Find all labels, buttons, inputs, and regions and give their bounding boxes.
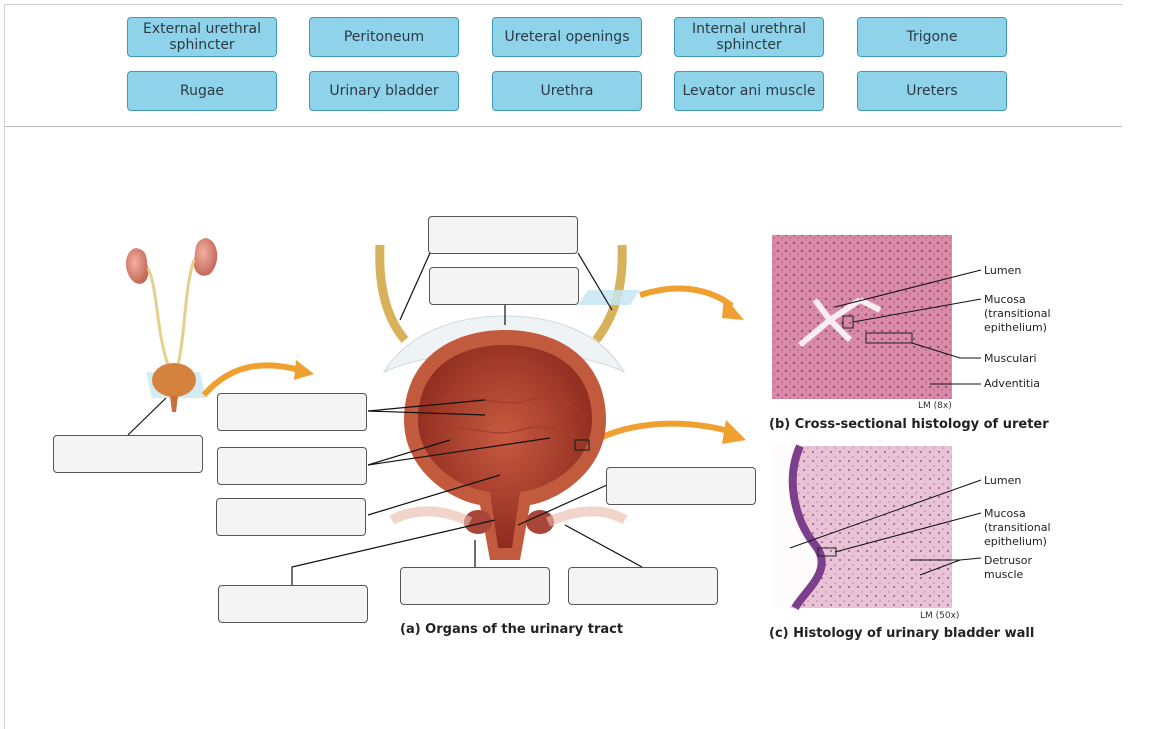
left-ureter bbox=[375, 244, 409, 343]
left-sphincter-muscle bbox=[464, 510, 492, 534]
question-frame bbox=[4, 4, 1122, 729]
label-bladder-mucosa: Mucosa (transitional epithelium) bbox=[984, 507, 1051, 548]
histology-sample-box bbox=[574, 439, 590, 451]
label-ureter-lumen: Lumen bbox=[984, 264, 1022, 277]
ureter-lumen-shape bbox=[798, 297, 882, 348]
chip-trigone[interactable]: Trigone bbox=[857, 17, 1007, 57]
label-ureter-muscularis: Muscularis bbox=[984, 352, 1036, 365]
chip-urinary-bladder[interactable]: Urinary bladder bbox=[309, 71, 459, 111]
dropzone-1[interactable] bbox=[428, 216, 578, 254]
dropzone-2[interactable] bbox=[429, 267, 579, 305]
chip-ureteral-openings[interactable]: Ureteral openings bbox=[492, 17, 642, 57]
leader-lines bbox=[127, 252, 643, 585]
ureter-magnification: LM (8x) bbox=[918, 401, 952, 411]
dropzone-7[interactable] bbox=[216, 498, 366, 536]
label-bladder-lumen: Lumen bbox=[984, 474, 1022, 487]
chip-rugae[interactable]: Rugae bbox=[127, 71, 277, 111]
bladder-magnification: LM (50x) bbox=[920, 611, 960, 621]
right-kidney bbox=[193, 238, 218, 276]
label-bladder-detrusor: Detrusor muscle bbox=[984, 554, 1033, 581]
label-ureter-adventitia: Adventitia bbox=[984, 377, 1041, 390]
overview-bladder bbox=[152, 363, 196, 397]
bladder-histology-image bbox=[772, 444, 982, 611]
arrow-to-organs bbox=[201, 362, 301, 397]
overview-urinary-system bbox=[125, 238, 218, 412]
chip-internal-urethral-sphincter[interactable]: Internal urethral sphincter bbox=[674, 17, 824, 57]
dropzone-10[interactable] bbox=[218, 585, 368, 623]
dropzone-4[interactable] bbox=[53, 435, 203, 473]
left-kidney bbox=[125, 248, 149, 284]
bladder-lumen bbox=[418, 345, 592, 548]
dropzone-8[interactable] bbox=[400, 567, 550, 605]
arrow-to-ureter-histology bbox=[639, 285, 734, 309]
dropzone-6[interactable] bbox=[606, 467, 756, 505]
chip-peritoneum[interactable]: Peritoneum bbox=[309, 17, 459, 57]
levator-ani-muscle bbox=[389, 506, 628, 527]
dropzone-5[interactable] bbox=[217, 447, 367, 485]
ureter-histology-image bbox=[772, 235, 982, 399]
right-sphincter-muscle bbox=[526, 510, 554, 534]
label-ureter-mucosa: Mucosa (transitional epithelium) bbox=[984, 293, 1051, 334]
caption-organs: (a) Organs of the urinary tract bbox=[400, 622, 624, 637]
caption-bladder-histology: (c) Histology of urinary bladder wall bbox=[769, 626, 1035, 641]
word-bank: External urethral sphincter Peritoneum U… bbox=[5, 5, 1122, 127]
chip-ureters[interactable]: Ureters bbox=[857, 71, 1007, 111]
dropzone-3[interactable] bbox=[217, 393, 367, 431]
left-overview-ureter bbox=[146, 267, 170, 366]
chip-levator-ani-muscle[interactable]: Levator ani muscle bbox=[674, 71, 824, 111]
chip-urethra[interactable]: Urethra bbox=[492, 71, 642, 111]
chip-external-urethral-sphincter[interactable]: External urethral sphincter bbox=[127, 17, 277, 57]
dropzone-9[interactable] bbox=[568, 567, 718, 605]
arrow-to-bladder-histology bbox=[598, 420, 733, 441]
caption-ureter-histology: (b) Cross-sectional histology of ureter bbox=[769, 417, 1049, 432]
right-overview-ureter bbox=[176, 259, 196, 366]
